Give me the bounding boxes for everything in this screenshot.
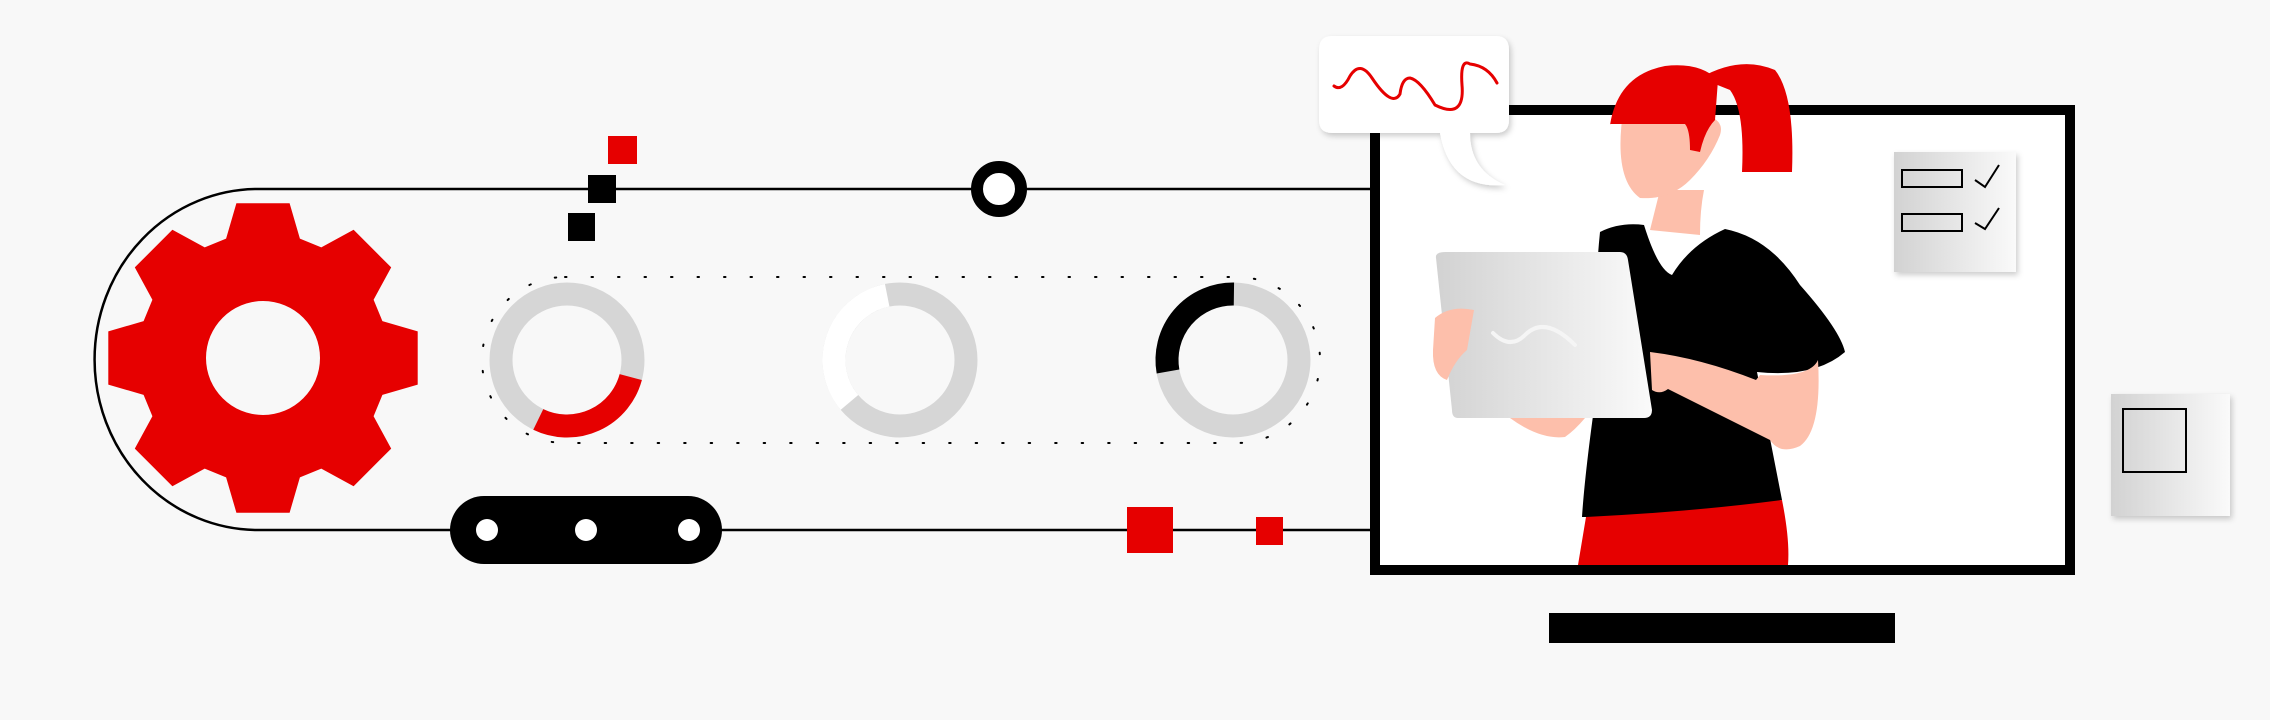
- checklist-field: [1901, 169, 1963, 188]
- red-square: [608, 136, 637, 164]
- red-square: [1256, 517, 1283, 545]
- checklist-icon: [1894, 152, 2016, 272]
- donut-progress-arc: [822, 283, 890, 410]
- gear-icon: [108, 203, 418, 513]
- donut-progress-arc: [533, 373, 642, 438]
- skirt: [1578, 500, 1789, 565]
- donut-progress-arc: [1155, 282, 1235, 374]
- black-square: [588, 175, 616, 203]
- black-square: [568, 213, 595, 241]
- document-card-icon: [2111, 394, 2230, 516]
- hand: [1432, 308, 1474, 380]
- progress-donuts: [489, 282, 1311, 438]
- gear-shape: [108, 203, 418, 513]
- arm: [1650, 352, 1819, 450]
- tablet-icon: [1435, 252, 1652, 418]
- ponytail: [1700, 64, 1793, 172]
- woman-figure: [1432, 64, 1845, 565]
- roller-pill: [450, 496, 722, 564]
- checklist-field: [1901, 213, 1963, 232]
- hair: [1610, 65, 1718, 152]
- squiggle-icon: [1332, 61, 1499, 111]
- roller-hole: [575, 519, 597, 541]
- check-icon: [1974, 164, 2000, 189]
- wave-icon: [1491, 325, 1577, 347]
- conveyor-belt: [93, 187, 1370, 532]
- monitor-stand: [1549, 613, 1895, 643]
- red-square: [1127, 507, 1173, 553]
- roller-hole: [678, 519, 700, 541]
- roller-hole: [476, 519, 498, 541]
- belt-ring: [971, 161, 1027, 217]
- check-icon: [1974, 207, 2000, 231]
